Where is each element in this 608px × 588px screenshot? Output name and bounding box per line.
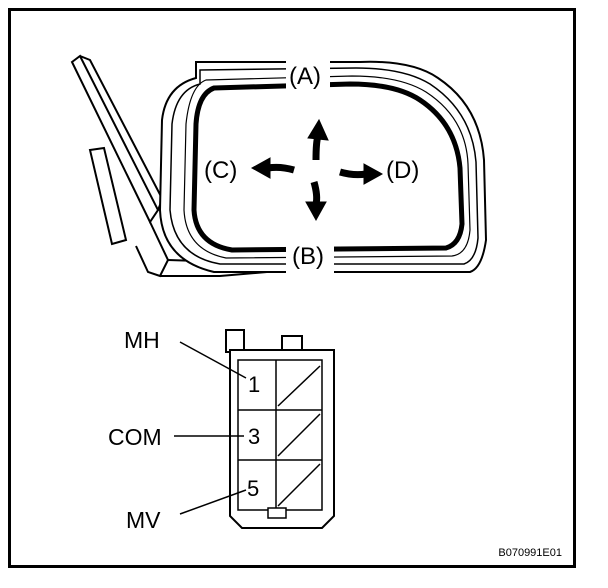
mirror-housing [158, 60, 488, 273]
direction-arrows [250, 118, 384, 222]
figure-code: B070991E01 [498, 547, 562, 559]
direction-label-down: (B) [292, 243, 324, 270]
pin-number-1: 1 [248, 372, 260, 397]
terminal-label-mv: MV [126, 507, 161, 533]
pin-number-5: 5 [247, 476, 259, 501]
arrow-left-icon [250, 157, 271, 179]
arrow-up-icon [307, 118, 329, 141]
direction-label-right: (D) [386, 157, 419, 184]
connector-lock-tab [225, 329, 245, 353]
terminal-label-mh: MH [124, 327, 160, 353]
arrow-right-icon [363, 163, 384, 185]
connector [225, 329, 335, 529]
arrow-down-icon [305, 201, 327, 222]
leader-lines [174, 341, 247, 515]
pin-number-3: 3 [248, 424, 260, 449]
direction-label-left: (C) [204, 157, 237, 184]
direction-label-up: (A) [289, 63, 321, 90]
terminal-label-com: COM [108, 424, 162, 450]
